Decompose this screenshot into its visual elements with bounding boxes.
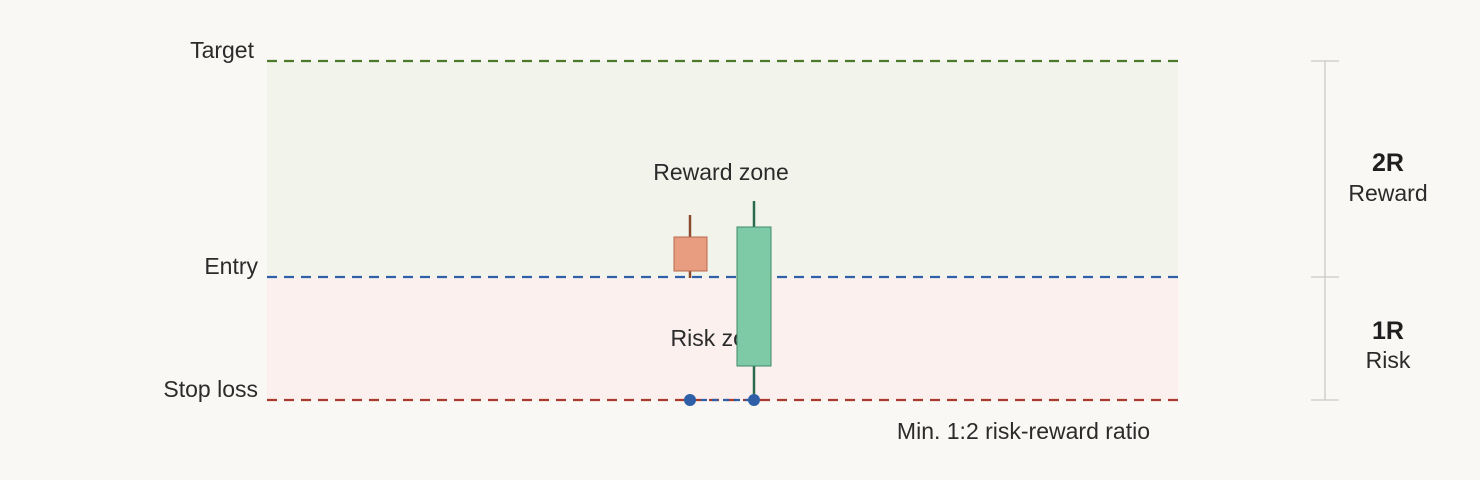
risk-multiple: 1R (1372, 317, 1404, 345)
ratio-caption: Min. 1:2 risk-reward ratio (897, 418, 1150, 444)
bullish-candle-body (736, 226, 772, 367)
ratio-bracket (1311, 60, 1339, 401)
bearish-candle (673, 215, 708, 278)
reward-zone-area (267, 61, 1178, 277)
bearish-candle-body (673, 236, 708, 272)
marker-dot (684, 394, 696, 406)
marker-dot (748, 394, 760, 406)
target-label: Target (190, 37, 255, 63)
bullish-candle (736, 201, 772, 400)
reward-zone-label: Reward zone (653, 159, 789, 185)
risk-ratio-label: Risk (1366, 347, 1411, 373)
reward-ratio-label: Reward (1348, 180, 1427, 206)
risk-zone-area (267, 277, 1178, 400)
entry-label: Entry (204, 253, 258, 279)
stop-loss-label: Stop loss (163, 376, 258, 402)
reward-multiple: 2R (1372, 149, 1404, 177)
